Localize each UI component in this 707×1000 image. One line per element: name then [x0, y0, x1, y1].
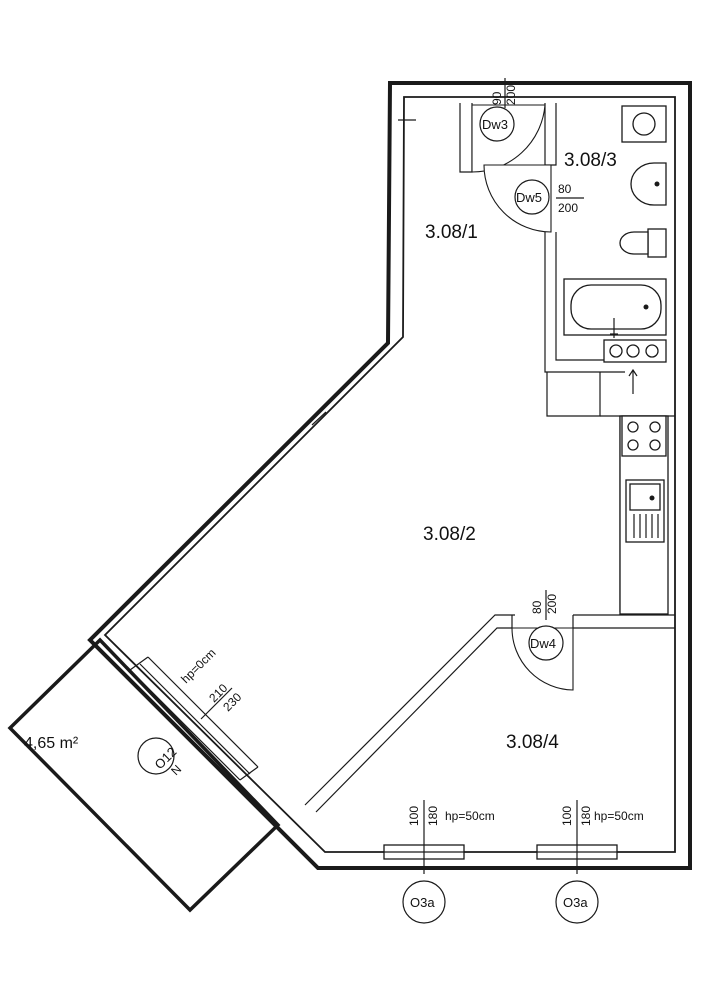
- dw3-height-label: 200: [504, 85, 518, 105]
- o12-sill-label: hp=0cm: [178, 646, 218, 686]
- toilet-icon: [619, 228, 667, 258]
- window-2-sill-label: hp=50cm: [594, 809, 644, 823]
- kitchen-fixtures: [619, 415, 669, 615]
- window-2-height-label: 180: [579, 806, 593, 826]
- dw5-width-label: 80: [558, 182, 572, 196]
- door-dw3: Dw3 90 200: [471, 78, 546, 173]
- dw4-tag: Dw4: [530, 636, 556, 651]
- washing-machine-icon: [621, 105, 667, 143]
- pipes-icon: [603, 318, 667, 394]
- cooktop-icon: [621, 415, 667, 457]
- door-dw5: Dw5 80 200: [483, 164, 584, 233]
- sink-icon: [630, 162, 667, 206]
- dw3-width-label: 90: [490, 91, 504, 105]
- room-label-3-08-4: 3.08/4: [506, 732, 559, 753]
- balcony-area-label: 4,65 m²: [24, 735, 79, 752]
- dw3-tag: Dw3: [482, 117, 508, 132]
- room-label-3-08-3: 3.08/3: [564, 150, 617, 171]
- dw5-tag: Dw5: [516, 190, 542, 205]
- bathroom-fixtures: [563, 105, 667, 394]
- bathtub-icon: [563, 278, 667, 336]
- dw4-height-label: 200: [545, 594, 559, 614]
- balcony: 4,65 m²: [7, 637, 281, 913]
- window-1-sill-label: hp=50cm: [445, 809, 495, 823]
- door-dw4: Dw4 80 200: [511, 590, 574, 691]
- balcony-door-o12: O12 N hp=0cm 210 230: [129, 646, 259, 781]
- window-o3a-1: O3a 100 180 hp=50cm: [383, 800, 495, 924]
- room-labels: 3.08/1 3.08/2 3.08/3 3.08/4: [423, 150, 617, 753]
- exterior-walls: [87, 81, 692, 870]
- dw4-width-label: 80: [530, 600, 544, 614]
- window-2-width-label: 100: [560, 806, 574, 826]
- window-2-tag: O3a: [563, 895, 588, 910]
- room-label-3-08-1: 3.08/1: [425, 222, 478, 243]
- window-1-width-label: 100: [407, 806, 421, 826]
- window-1-tag: O3a: [410, 895, 435, 910]
- o12-tag-circle: [137, 737, 175, 775]
- o12-tag-sub: N: [168, 762, 184, 778]
- dw5-height-label: 200: [558, 201, 578, 215]
- kitchen-sink-icon: [625, 479, 665, 543]
- window-o3a-2: O3a 100 180 hp=50cm: [536, 800, 644, 924]
- room-label-3-08-2: 3.08/2: [423, 524, 476, 545]
- interior-walls: [304, 103, 675, 813]
- window-1-height-label: 180: [426, 806, 440, 826]
